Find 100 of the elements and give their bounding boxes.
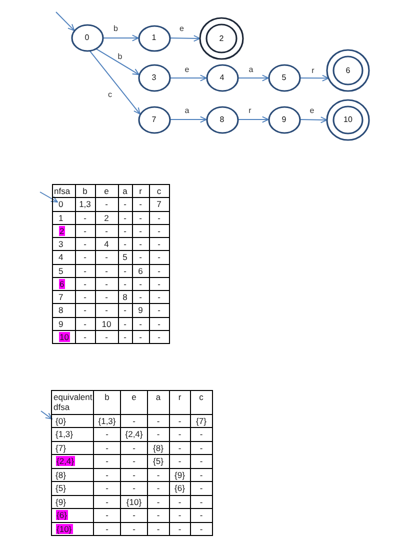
transition-cell: - <box>169 414 190 428</box>
transition-cell: - <box>149 304 169 317</box>
transition-cell: - <box>132 211 149 224</box>
transition-cell: - <box>149 277 169 290</box>
transition-cell: {5} <box>148 454 169 468</box>
transition-cell: - <box>149 290 169 304</box>
transition-cell: - <box>132 224 149 238</box>
transition-cell: - <box>75 264 95 278</box>
state-circle <box>206 106 238 134</box>
header-cell: c <box>190 390 212 414</box>
transition-cell: - <box>190 482 212 496</box>
accepting-state-circle <box>326 99 370 141</box>
state-cell: 0 <box>52 198 75 211</box>
transition-cell: 5 <box>118 250 132 264</box>
transition-cell: - <box>75 304 95 317</box>
transition-cell: - <box>190 522 212 536</box>
transition-cell: - <box>118 304 132 317</box>
transition-cell: - <box>148 482 169 496</box>
transition-cell: - <box>132 277 149 290</box>
transition-cell: - <box>95 224 118 238</box>
transition-cell: - <box>95 330 118 344</box>
transition-cell: {2,4} <box>120 428 148 442</box>
transition-cell: - <box>148 428 169 442</box>
transition-cell: - <box>132 330 149 344</box>
transition-cell: - <box>94 454 120 468</box>
transition-cell: - <box>94 441 120 455</box>
transition-cell: - <box>120 522 148 536</box>
transition-cell: - <box>148 468 169 482</box>
state-label: 0 <box>84 34 90 42</box>
state-circle <box>138 24 170 52</box>
state-label: 5 <box>282 74 286 82</box>
transition-cell: - <box>75 317 95 330</box>
transition-cell: - <box>148 522 169 536</box>
transition-cell: 9 <box>132 304 149 317</box>
transition-cell: {6} <box>169 482 190 496</box>
accepting-state-circle <box>326 49 370 92</box>
edge-label: r <box>312 67 314 75</box>
transition-cell: - <box>169 428 190 442</box>
header-cell: nfsa <box>52 184 75 198</box>
transition-cell: - <box>132 290 149 304</box>
edge-label: e <box>184 66 190 74</box>
transition-cell: - <box>190 428 212 442</box>
state-cell: {1,3} <box>52 428 94 442</box>
header-cell: c <box>149 184 169 198</box>
state-cell: 1 <box>52 211 75 224</box>
transition-cell: - <box>149 317 169 330</box>
transition-cell: {10} <box>120 495 148 509</box>
transition-cell: - <box>120 441 148 455</box>
header-cell: e <box>120 390 148 414</box>
transition-cell: - <box>132 317 149 330</box>
transition-cell: - <box>190 495 212 509</box>
transition-cell: - <box>120 508 148 522</box>
state-cell: {0} <box>52 414 94 428</box>
state-cell: 5 <box>52 264 75 278</box>
transition-cell: - <box>94 508 120 522</box>
transition-cell: - <box>75 277 95 290</box>
transition-cell: - <box>118 211 132 224</box>
transition-cell: - <box>120 482 148 496</box>
transition-cell: - <box>148 414 169 428</box>
header-cell: e <box>95 184 118 198</box>
header-cell: r <box>132 184 149 198</box>
transition-cell: - <box>118 264 132 278</box>
transition-cell: - <box>118 238 132 251</box>
arrow <box>169 116 207 123</box>
edge-label: a <box>248 66 254 74</box>
transition-cell: - <box>75 290 95 304</box>
state-cell: {8} <box>52 468 94 482</box>
state-circle <box>138 106 170 134</box>
transition-cell: - <box>169 495 190 509</box>
state-cell: 8 <box>52 304 75 317</box>
state-cell: {5} <box>52 482 94 496</box>
highlighted-state: 6 <box>58 278 66 289</box>
transition-cell: {1,3} <box>94 414 120 428</box>
transition-cell: - <box>75 330 95 344</box>
state-label: 4 <box>220 74 224 82</box>
start-arrow <box>56 12 75 32</box>
transition-cell: - <box>95 198 118 211</box>
header-cell: b <box>94 390 120 414</box>
edge-label: b <box>118 53 122 61</box>
transition-cell: - <box>75 238 95 251</box>
transition-cell: 1,3 <box>75 198 95 211</box>
transition-cell: - <box>132 250 149 264</box>
state-circle <box>138 64 170 92</box>
transition-cell: 10 <box>95 317 118 330</box>
state-cell: 4 <box>52 250 75 264</box>
transition-cell: {8} <box>148 441 169 455</box>
state-label: 2 <box>219 34 224 42</box>
edge-label: r <box>248 107 252 115</box>
transition-cell: - <box>149 238 169 251</box>
arrow <box>95 48 140 76</box>
header-cell: r <box>169 390 190 414</box>
arrow <box>102 34 139 42</box>
transition-cell: - <box>118 317 132 330</box>
highlighted-state: {10} <box>56 524 73 534</box>
transition-cell: - <box>190 454 212 468</box>
transition-cell: - <box>95 277 118 290</box>
transition-cell: - <box>190 441 212 455</box>
transition-cell: - <box>149 211 169 224</box>
transition-cell: - <box>149 250 169 264</box>
transition-cell: - <box>118 330 132 344</box>
